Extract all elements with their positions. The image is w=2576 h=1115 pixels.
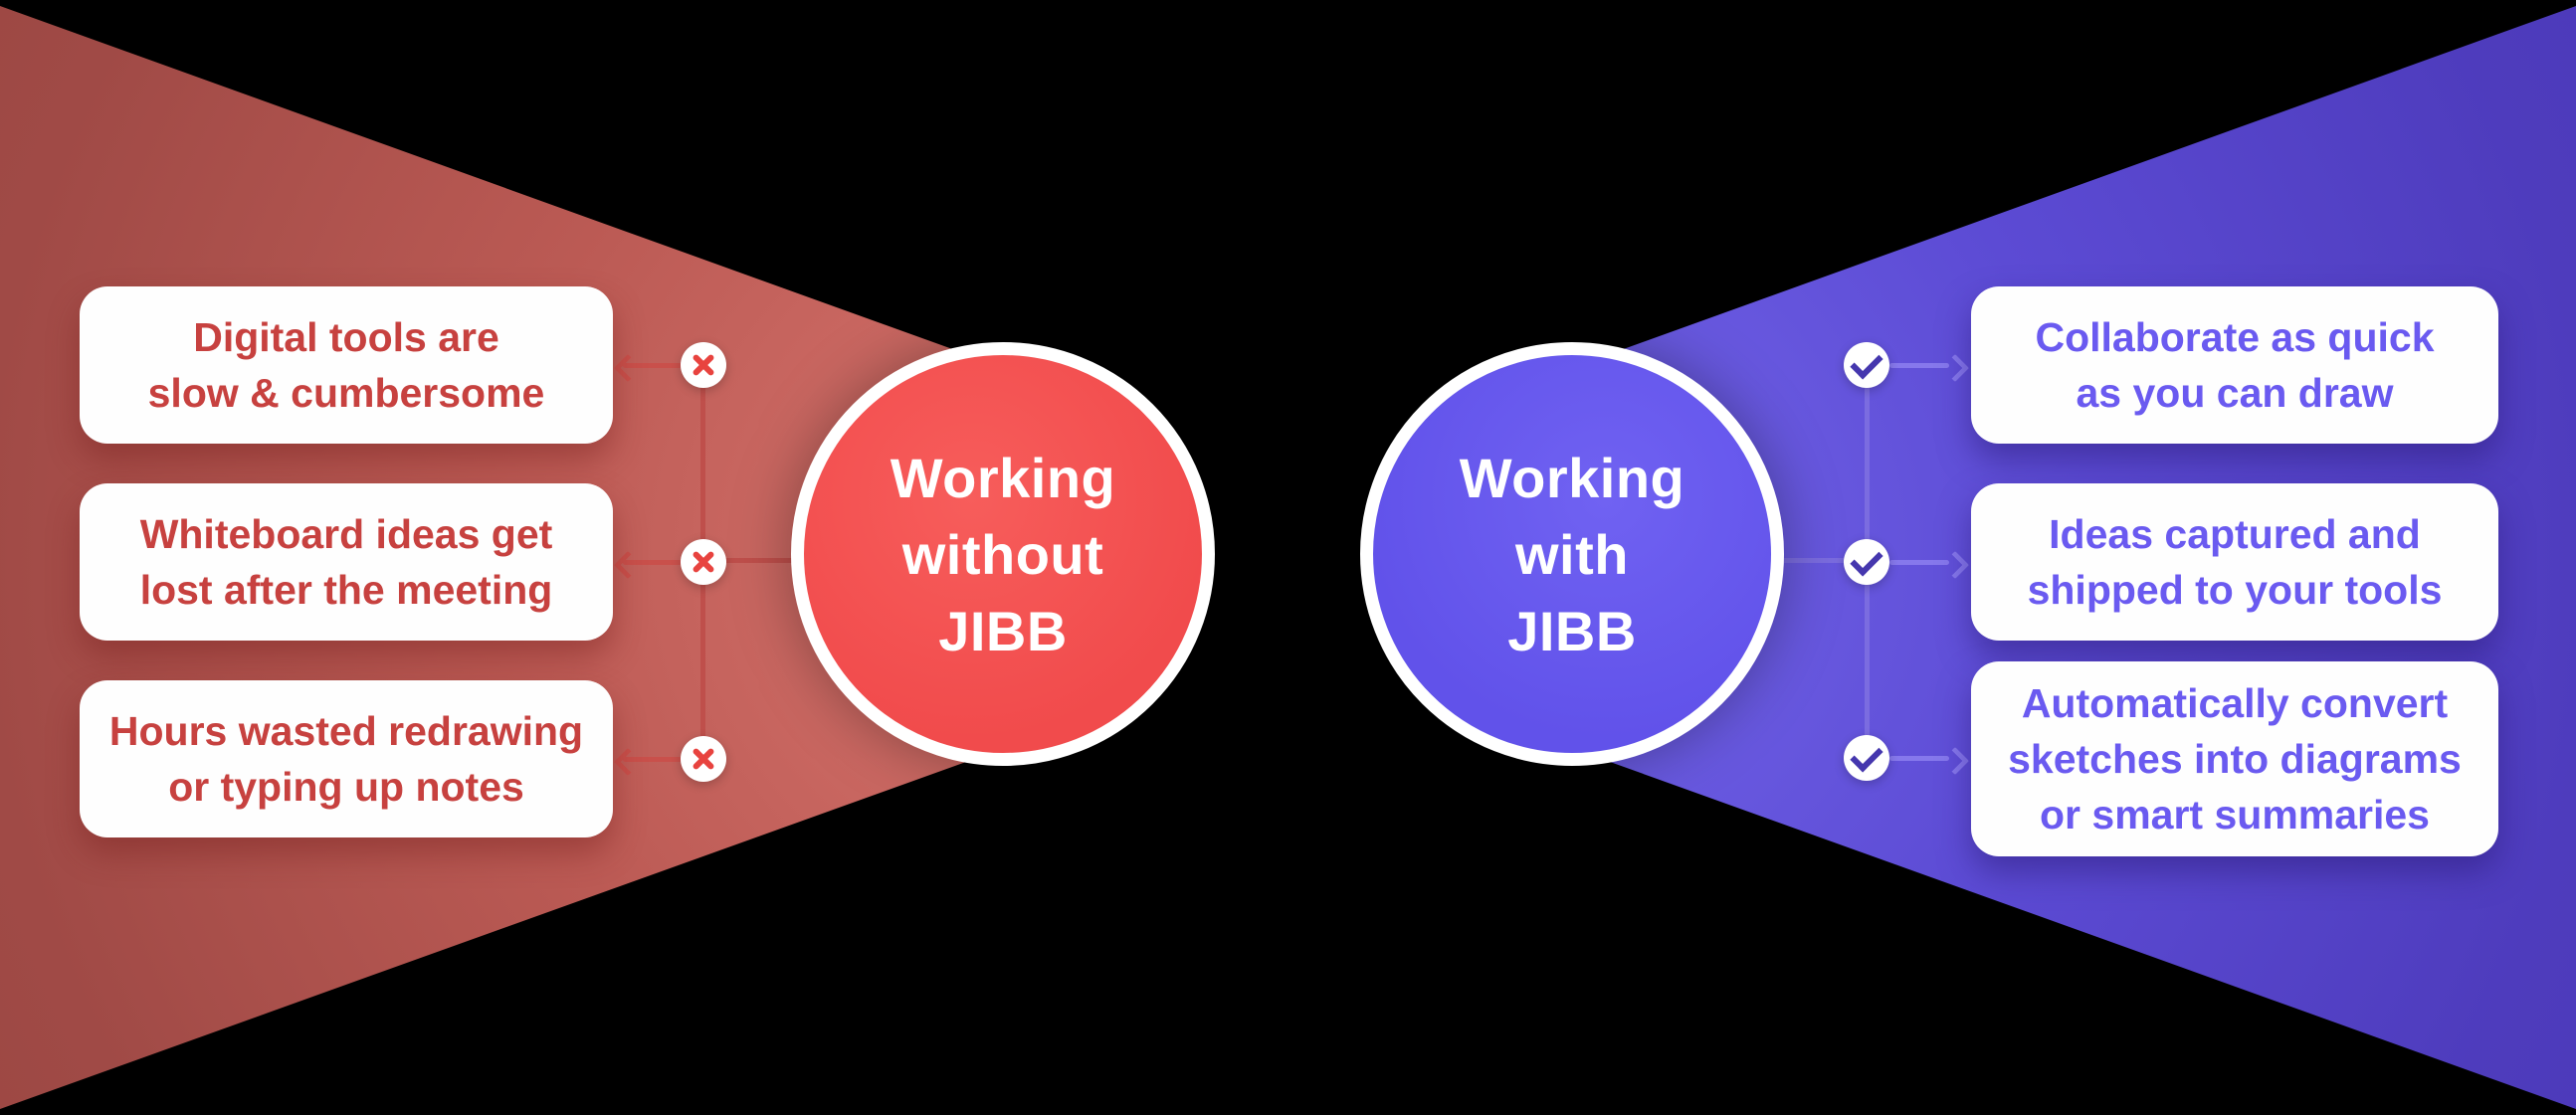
benefit-card: Ideas captured and shipped to your tools (1971, 483, 2498, 641)
card-line: Ideas captured and (2049, 511, 2421, 557)
card-line: as you can draw (2076, 370, 2394, 416)
right-arrow-line-1 (1889, 363, 1949, 368)
circle-title-line: with (1515, 522, 1629, 586)
left-arrow-line-3 (623, 757, 683, 762)
working-with-jibb-circle: Working with JIBB (1360, 342, 1784, 766)
card-line: Whiteboard ideas get (139, 511, 553, 557)
benefit-card: Collaborate as quick as you can draw (1971, 286, 2498, 444)
left-arrow-line-2 (623, 560, 683, 565)
check-circle-icon (1844, 735, 1889, 781)
circle-title-line: without (901, 522, 1104, 586)
problem-card: Digital tools are slow & cumbersome (80, 286, 613, 444)
circle-title-line: JIBB (1507, 599, 1637, 662)
card-line: Automatically convert (2021, 680, 2449, 726)
x-circle-icon (681, 342, 726, 388)
card-line: Collaborate as quick (2035, 314, 2435, 360)
working-without-jibb-circle: Working without JIBB (791, 342, 1215, 766)
card-line: sketches into diagrams (2008, 736, 2462, 782)
x-circle-icon (681, 736, 726, 782)
circle-title-line: JIBB (938, 599, 1068, 662)
card-line: shipped to your tools (2027, 567, 2443, 613)
benefit-card: Automatically convert sketches into diag… (1971, 661, 2498, 856)
problem-card: Whiteboard ideas get lost after the meet… (80, 483, 613, 641)
x-circle-icon (681, 539, 726, 585)
card-line: or smart summaries (2040, 792, 2430, 837)
card-line: lost after the meeting (139, 567, 553, 613)
right-arrow-line-2 (1889, 560, 1949, 565)
card-line: Hours wasted redrawing (108, 708, 584, 754)
circle-title-line: Working (890, 446, 1116, 509)
check-circle-icon (1844, 539, 1889, 585)
right-horizontal-connector (1784, 558, 1867, 563)
card-line: or typing up notes (168, 764, 524, 810)
right-arrow-line-3 (1889, 756, 1949, 761)
card-line: slow & cumbersome (147, 370, 545, 416)
left-arrow-line-1 (623, 363, 683, 368)
left-horizontal-connector (696, 558, 792, 563)
card-line: Digital tools are (193, 314, 499, 360)
problem-card: Hours wasted redrawing or typing up note… (80, 680, 613, 837)
check-circle-icon (1844, 342, 1889, 388)
circle-title-line: Working (1459, 446, 1685, 509)
